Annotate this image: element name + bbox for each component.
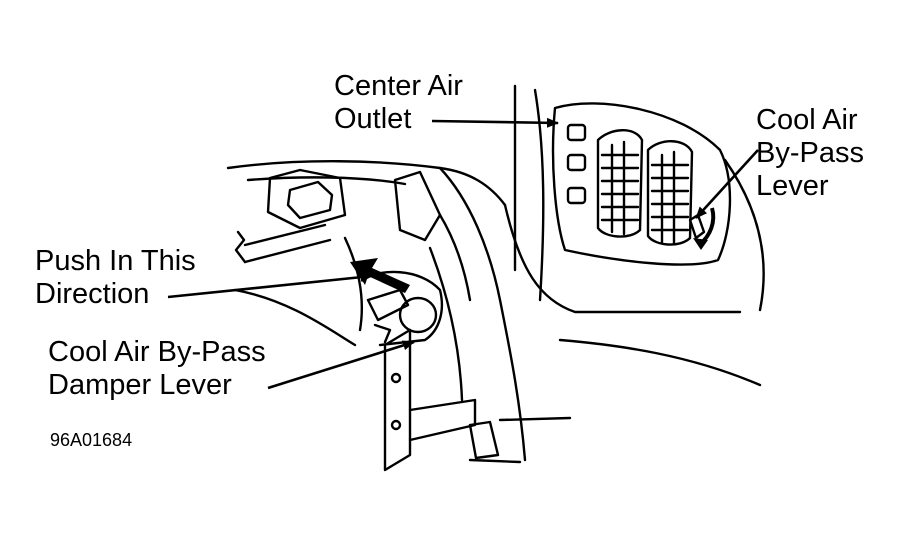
label-damper-line2: Damper Lever: [48, 369, 232, 401]
stack-right-curve: [723, 158, 765, 312]
stalk-lever: [243, 223, 332, 264]
upper-panel-edge: [438, 213, 472, 302]
left-vent-frame: [596, 129, 644, 238]
right-vent-vanes: [660, 150, 676, 246]
label-center-air-outlet-line2: Outlet: [334, 103, 412, 135]
push-arrow-icon: [350, 258, 410, 293]
label-cool-air-bypass-lever: Cool Air By-Pass Lever: [756, 104, 864, 203]
knee-panel-line: [233, 288, 357, 347]
stack-bezel-outer: [551, 102, 732, 266]
damper-lever-arm: [366, 288, 410, 322]
dash-top-edge: [226, 160, 507, 207]
label-push-line2: Direction: [35, 278, 150, 310]
label-center-air-outlet: Center Air Outlet: [334, 70, 463, 136]
bracket-bolt-2: [390, 419, 402, 431]
bracket-foot: [468, 420, 500, 460]
stack-button-1: [566, 123, 587, 142]
bracket-arm: [408, 398, 477, 442]
leader-damper-lever: [267, 340, 415, 390]
damper-bracket-plate: [383, 328, 412, 472]
column-shroud: [266, 168, 347, 230]
stalk-end: [234, 230, 247, 264]
leader-bypass-lever: [695, 149, 759, 219]
right-vent-louvres: [650, 163, 690, 232]
leader-push-direction: [167, 272, 373, 299]
damper-lever-clip: [373, 323, 392, 344]
knee-panel-line-2: [343, 236, 364, 332]
label-bypass-lever-line3: Lever: [756, 170, 829, 202]
label-push-line1: Push In This: [35, 245, 196, 277]
left-vent-vanes: [610, 140, 626, 236]
label-damper-line1: Cool Air By-Pass: [48, 336, 266, 368]
console-front: [503, 203, 742, 314]
console-lower-curve: [558, 338, 762, 387]
right-vent-frame: [646, 140, 694, 246]
bracket-bolt-1: [390, 372, 402, 384]
stack-button-3: [566, 186, 587, 205]
console-bottom-line: [498, 416, 572, 422]
label-bypass-lever-line1: Cool Air: [756, 104, 858, 136]
stack-button-2: [566, 153, 587, 172]
console-inner-edge: [428, 246, 464, 402]
label-cool-air-bypass-damper-lever: Cool Air By-Pass Damper Lever: [48, 336, 266, 402]
label-push-in-direction: Push In This Direction: [35, 245, 196, 311]
damper-lever-hub: [398, 296, 438, 334]
console-left-edge: [438, 166, 527, 462]
leader-center-outlet: [431, 117, 559, 128]
stack-bezel-inner: [533, 88, 545, 302]
label-center-air-outlet-line1: Center Air: [334, 70, 463, 102]
label-bypass-lever-line2: By-Pass: [756, 137, 864, 169]
figure-id: 96A01684: [50, 430, 133, 450]
left-vent-louvres: [600, 153, 640, 222]
bracket-tab: [468, 458, 522, 464]
dash-upper-curve: [246, 176, 407, 186]
upper-panel: [393, 170, 442, 242]
column-shroud-inner: [286, 180, 334, 220]
